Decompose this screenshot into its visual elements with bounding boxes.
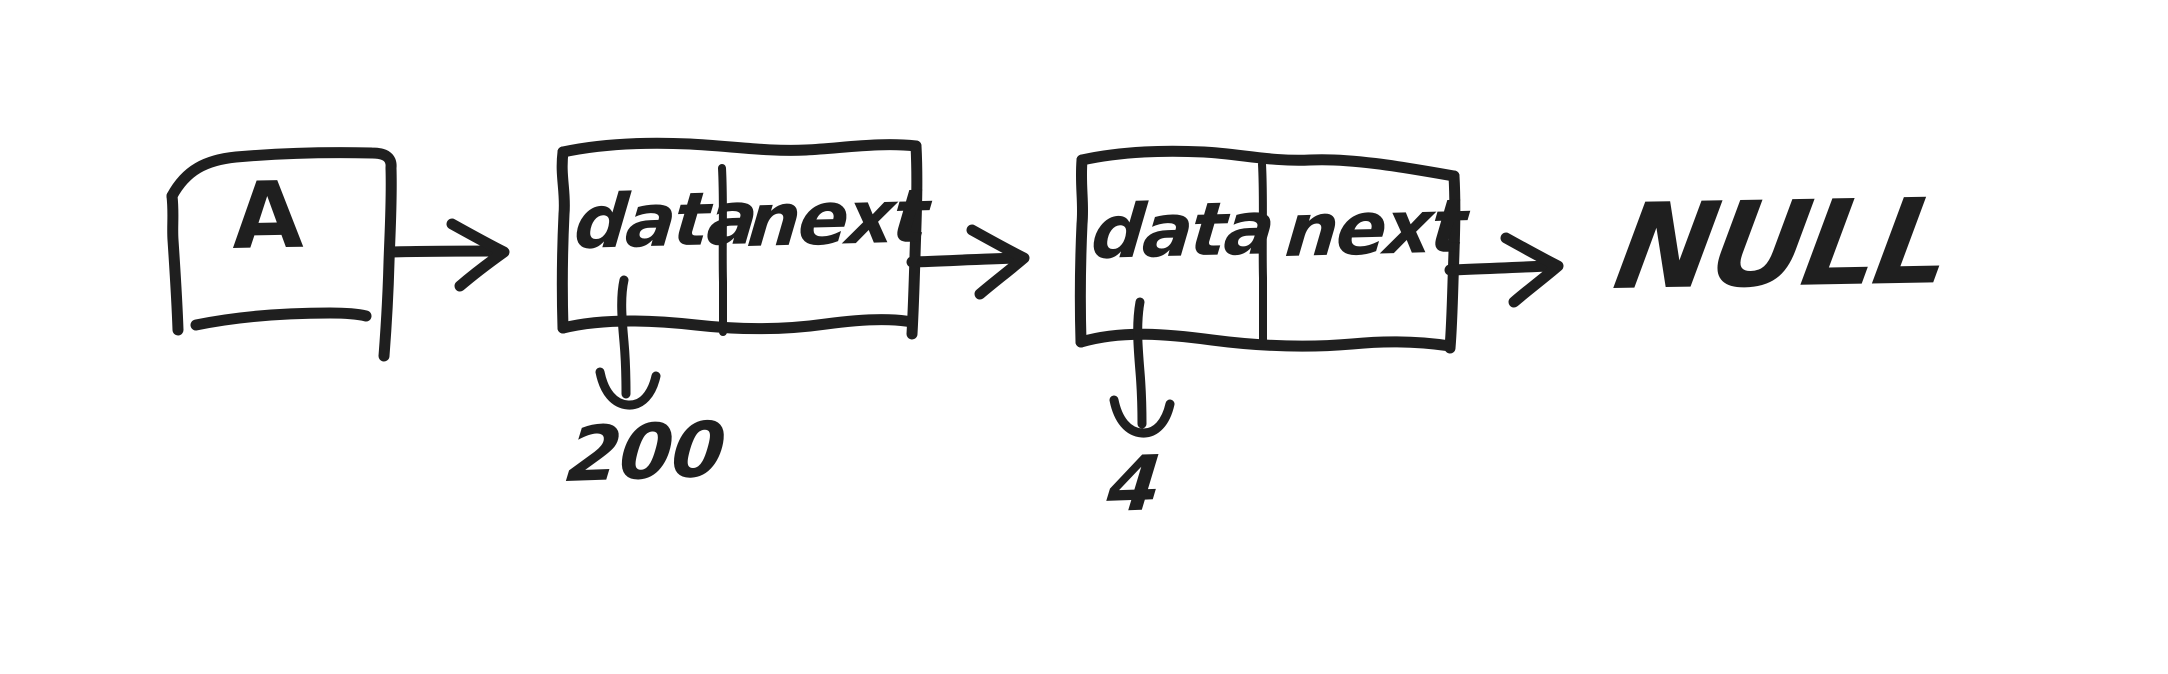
null-terminator-label: NULL	[1605, 172, 1961, 316]
pointer-box-underline	[190, 307, 372, 331]
node2-data-value: 4	[1103, 438, 1165, 529]
pointer-box-shape	[166, 147, 397, 362]
node1-next-label: next	[743, 173, 931, 264]
node2-next-label: next	[1281, 183, 1469, 274]
node1-data-value: 200	[563, 404, 730, 499]
node2-data-label: data	[1087, 185, 1277, 276]
arrow-node2-to-null	[1444, 232, 1564, 308]
arrow-node1-to-node2	[906, 224, 1030, 300]
node1-data-down-arrow	[595, 275, 661, 410]
node1-data-label: data	[570, 175, 760, 266]
node2-data-down-arrow	[1109, 297, 1175, 438]
pointer-box-label: A	[231, 161, 305, 270]
arrow-pointer-to-node1	[386, 218, 510, 292]
